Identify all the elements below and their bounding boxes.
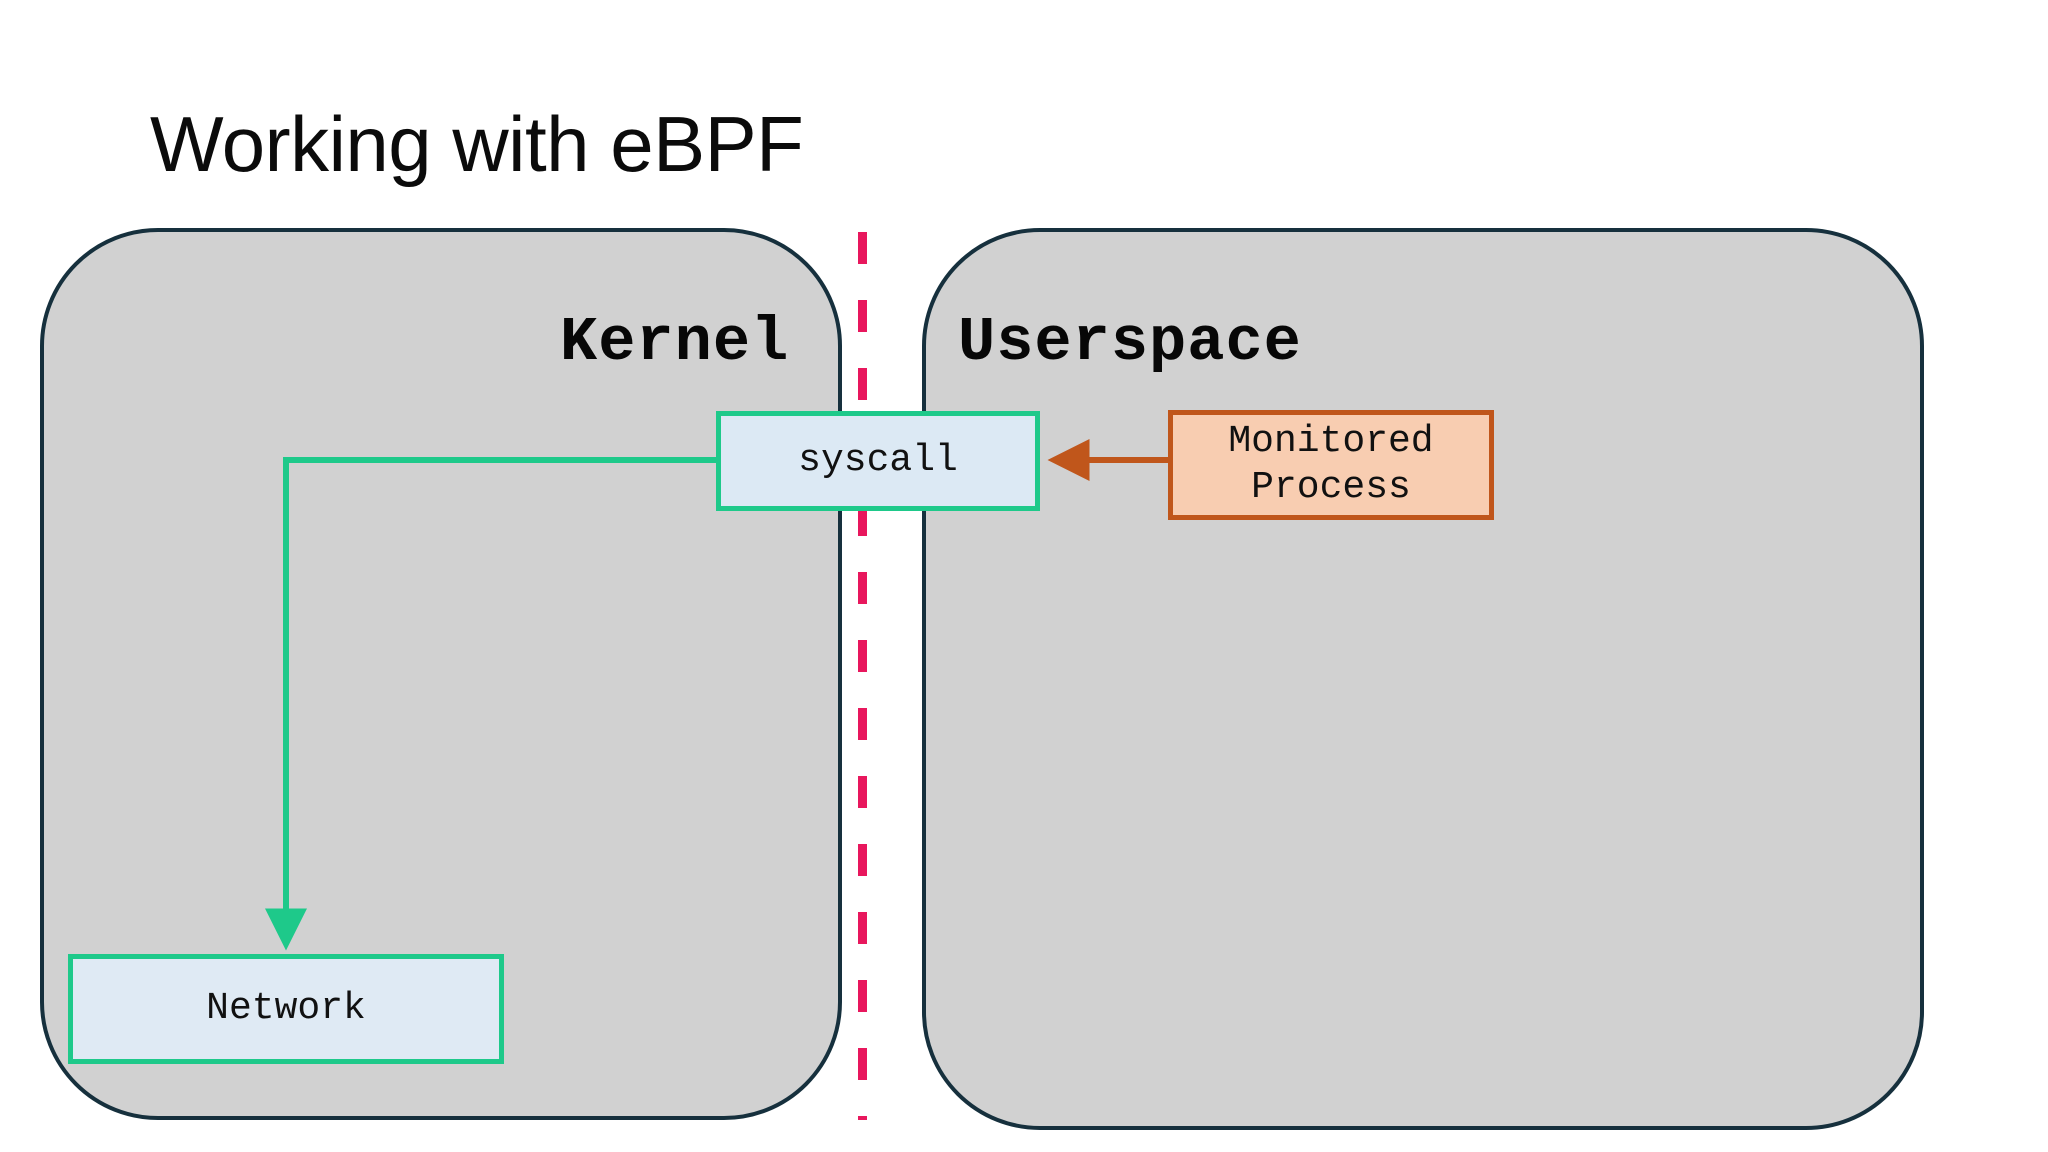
node-syscall[interactable]: syscall (716, 411, 1040, 511)
zone-label-userspace: Userspace (958, 307, 1302, 378)
page-title: Working with eBPF (150, 100, 804, 188)
node-monitored-process-label: Monitored Process (1228, 420, 1434, 509)
node-network-label: Network (206, 987, 366, 1030)
zone-label-kernel: Kernel (560, 307, 790, 378)
kernel-userspace-boundary-divider (858, 232, 867, 1120)
zone-userspace (922, 228, 1924, 1130)
node-syscall-label: syscall (798, 439, 958, 482)
node-network[interactable]: Network (68, 954, 504, 1064)
node-monitored-process[interactable]: Monitored Process (1168, 410, 1494, 520)
